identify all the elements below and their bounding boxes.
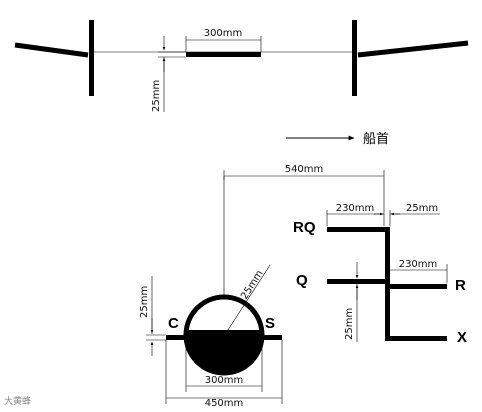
watermark: 大黄蜂 (4, 395, 31, 407)
bow-direction: 船首 (286, 132, 389, 147)
letter-rq: RQ (293, 219, 316, 236)
letter-q: Q (296, 272, 308, 289)
letter-s: S (265, 315, 275, 332)
draft-mark-figure: RQ Q R X 540mm 230mm 25mm 230mm 25mm (223, 164, 467, 346)
height-label: 25mm (151, 80, 162, 112)
inner-width-label: 300mm (205, 375, 244, 386)
left-post (89, 20, 94, 96)
width-label: 540mm (285, 164, 324, 175)
letter-r: R (455, 277, 466, 294)
bow-label: 船首 (363, 132, 389, 147)
right-post (352, 20, 357, 96)
length-label: 300mm (204, 28, 243, 39)
arm-q (327, 279, 390, 284)
arm-r (385, 284, 447, 289)
side-label: 25mm (139, 286, 150, 318)
load-line-figure: C S 25mm 25mm 300mm 450mm (139, 176, 283, 409)
load-line-bar (166, 335, 282, 340)
top-figure: 300mm 25mm (14, 20, 469, 112)
center-bar (186, 52, 261, 57)
outer-width-label: 450mm (205, 398, 244, 409)
gap-label: 25mm (406, 203, 438, 214)
arm-x (385, 336, 447, 341)
left-stripe (14, 42, 89, 58)
letter-c: C (168, 315, 179, 332)
ring-label: 25mm (239, 268, 265, 301)
vertical-gap-label: 25mm (344, 308, 355, 340)
watermark-text: 大黄蜂 (4, 395, 31, 407)
left-arm-label: 230mm (336, 203, 375, 214)
arm-rq (327, 227, 390, 232)
ring-lower-fill (188, 330, 260, 371)
right-arm-label: 230mm (399, 259, 438, 270)
right-stripe (357, 40, 469, 58)
letter-x: X (457, 329, 467, 346)
